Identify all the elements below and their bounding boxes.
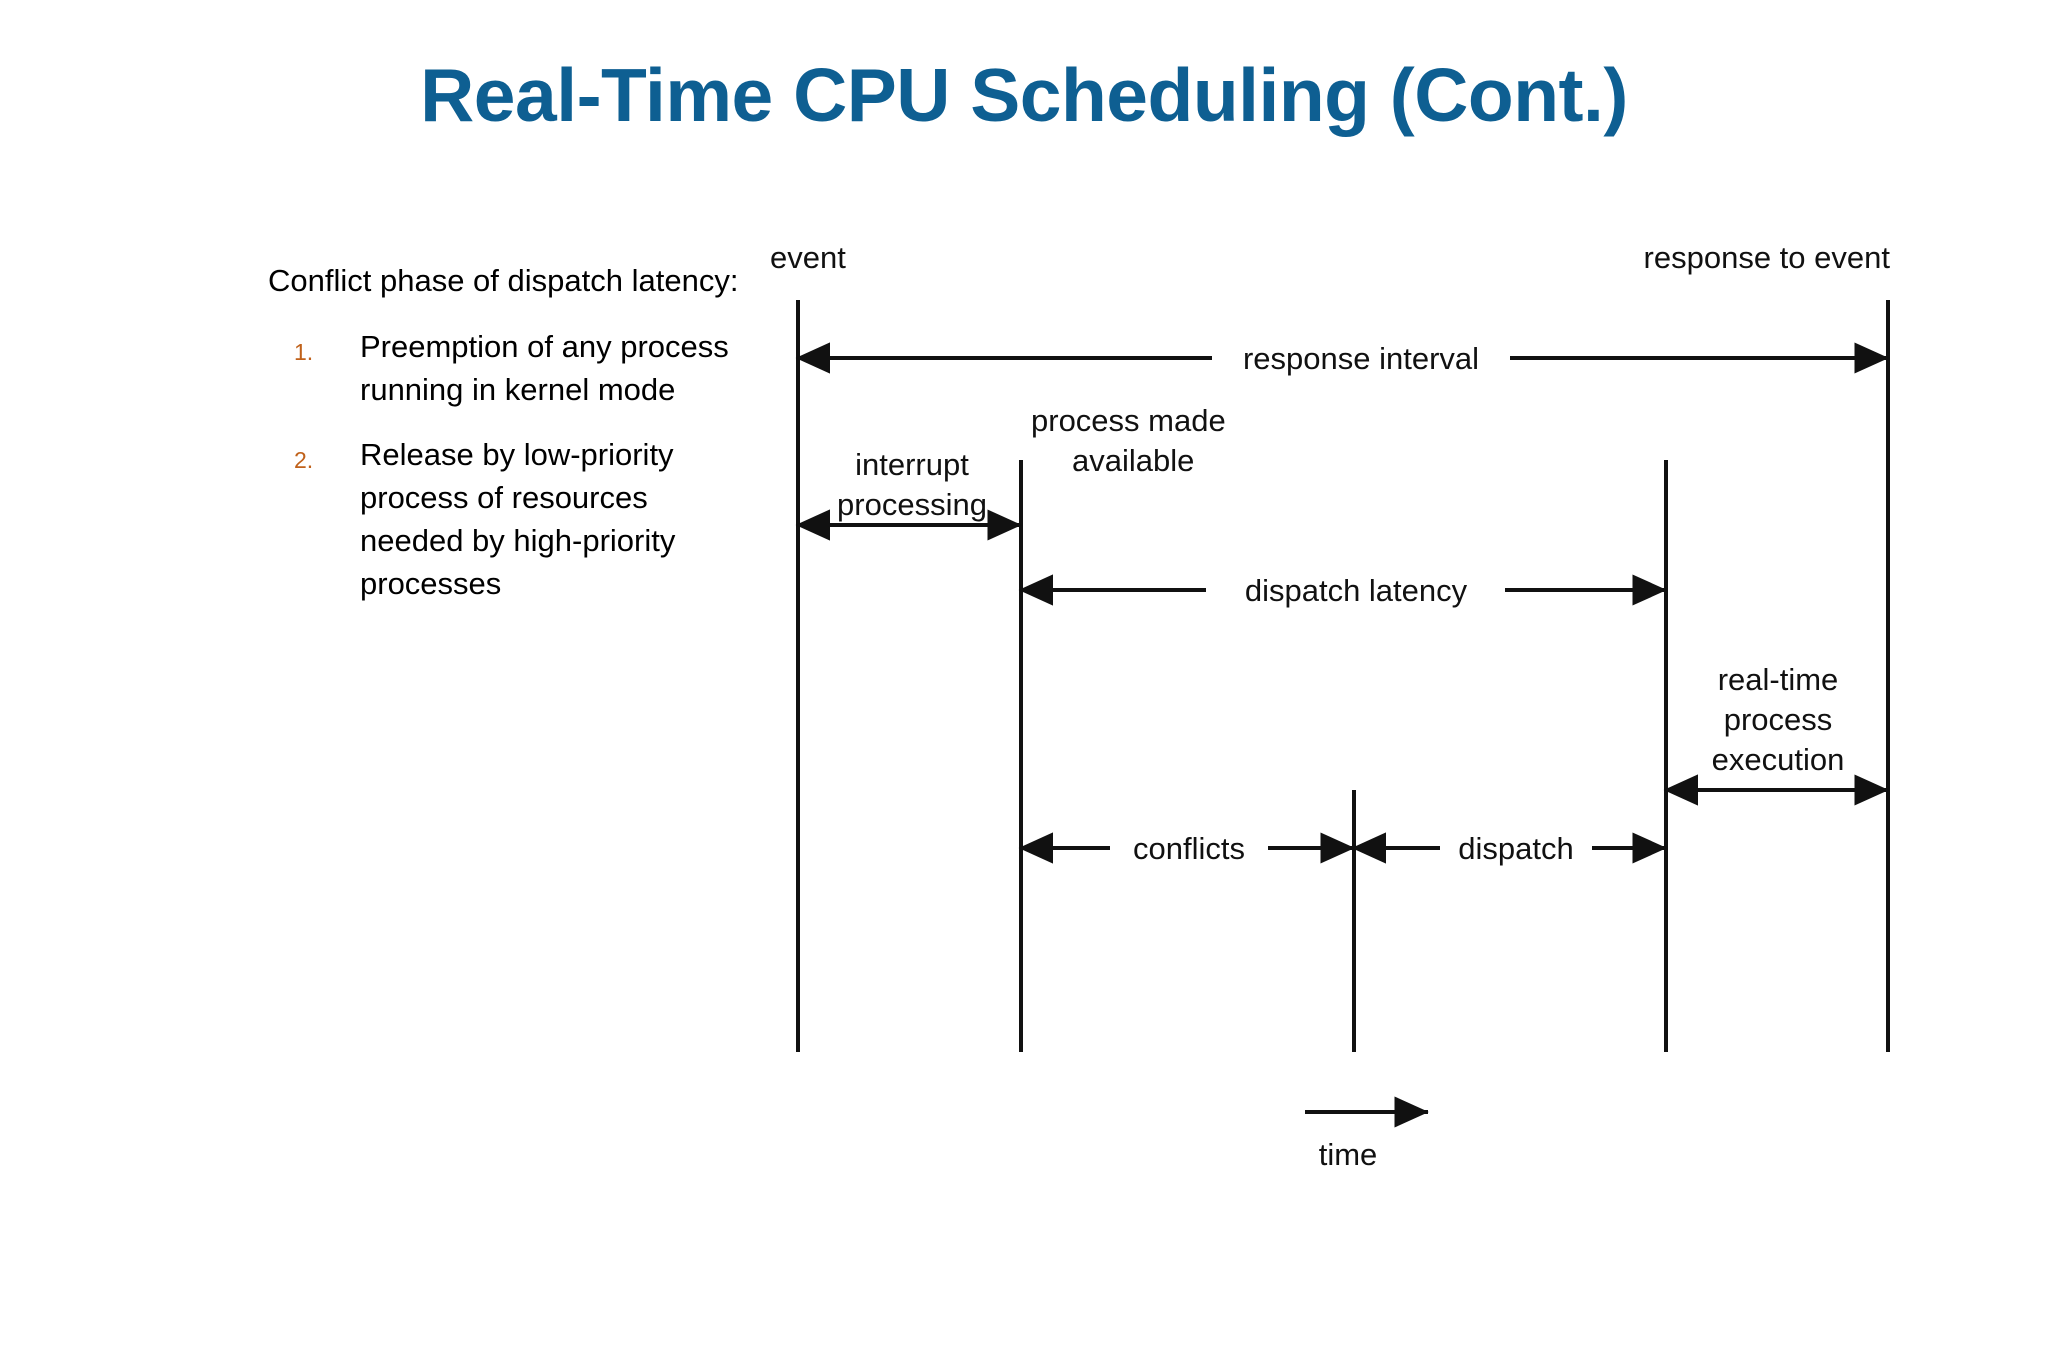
measure-label-dispatch: dispatch — [1458, 831, 1573, 866]
measure-label-dispatch-latency: dispatch latency — [1245, 573, 1468, 608]
measure-label-real-time-line-3: execution — [1712, 742, 1845, 777]
list-item: 1. Preemption of any process running in … — [268, 325, 758, 411]
measure-label-interrupt-processing-line-2: processing — [837, 487, 987, 522]
measure-label-response-interval: response interval — [1243, 341, 1479, 376]
diagram-label-response-to-event: response to event — [1644, 240, 1891, 275]
page-title: Real-Time CPU Scheduling (Cont.) — [420, 53, 1628, 137]
left-text-column: Conflict phase of dispatch latency: 1. P… — [268, 258, 758, 627]
measure-label-conflicts: conflicts — [1133, 831, 1245, 866]
measure-dispatch-latency: dispatch latency — [1018, 573, 1667, 608]
conflict-phase-list: 1. Preemption of any process running in … — [268, 325, 758, 605]
annotation-line-1: process made — [1031, 403, 1226, 438]
annotation-process-made-available: process made available — [1031, 403, 1226, 478]
measure-dispatch: dispatch — [1351, 831, 1667, 866]
measure-conflicts: conflicts — [1018, 831, 1355, 866]
diagram-label-event: event — [770, 240, 846, 275]
list-item-label: Release by low-priority process of resou… — [360, 437, 676, 601]
conflict-phase-lead-text: Conflict phase of dispatch latency: — [268, 263, 739, 298]
list-item: 2. Release by low-priority process of re… — [268, 433, 758, 605]
list-item-label: Preemption of any process running in ker… — [360, 329, 729, 407]
measure-label-real-time-line-2: process — [1724, 702, 1833, 737]
measure-label-interrupt-processing-line-1: interrupt — [855, 447, 969, 482]
time-axis-label: time — [1319, 1137, 1378, 1172]
measure-label-real-time-line-1: real-time — [1718, 662, 1839, 697]
annotation-line-2: available — [1072, 443, 1194, 478]
list-marker: 1. — [294, 339, 314, 365]
list-marker: 2. — [294, 447, 314, 473]
time-axis: time — [1305, 1096, 1429, 1172]
measure-interrupt-processing: interrupt processing — [795, 447, 1022, 541]
measure-response-interval: response interval — [795, 341, 1889, 376]
measure-real-time-process-execution: real-time process execution — [1663, 662, 1889, 806]
